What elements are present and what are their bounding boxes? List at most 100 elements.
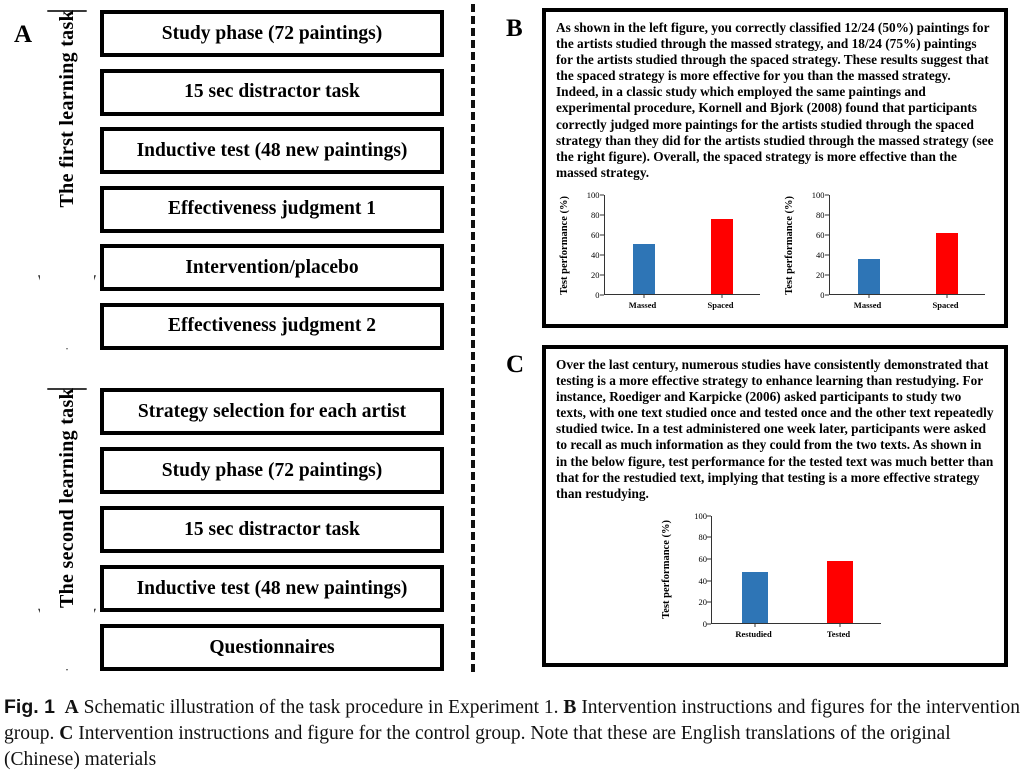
- panel-a-letter: A: [14, 21, 33, 48]
- y-tick-label: 40: [591, 249, 600, 260]
- caption-panel-letter: A: [64, 697, 79, 718]
- y-tick-label: 80: [591, 209, 600, 220]
- y-tick-label: 40: [816, 249, 825, 260]
- caption-panel-letter: C: [59, 723, 74, 744]
- y-tick-label: 60: [591, 229, 600, 240]
- y-axis-label-text: Test performance (%): [784, 195, 795, 295]
- y-tick-mark: [824, 234, 829, 236]
- y-tick-mark: [707, 601, 711, 603]
- panel-b: As shown in the left figure, you correct…: [542, 8, 1008, 328]
- panel-divider: [471, 4, 475, 672]
- panel-b-letter: B: [506, 15, 523, 42]
- plot-area: [711, 515, 881, 627]
- arrow-column-second: The second learning task: [38, 388, 96, 671]
- y-tick-mark: [707, 515, 711, 517]
- x-tick-mark: [721, 293, 722, 298]
- y-tick-label: 60: [698, 554, 708, 565]
- y-tick-label: 0: [702, 618, 707, 629]
- y-tick-label: 20: [698, 597, 708, 608]
- flow-step-box: Study phase (72 paintings): [100, 447, 444, 494]
- panel-a: A The first learning task Study phase (7…: [0, 0, 470, 678]
- bar-restudied: [741, 572, 768, 623]
- x-tick-label: Spaced: [932, 299, 959, 310]
- y-tick-mark: [599, 274, 604, 276]
- y-tick-mark: [599, 194, 604, 196]
- y-tick-label: 80: [698, 532, 708, 543]
- y-tick-label: 100: [586, 189, 600, 200]
- caption-text: Schematic illustration of the task proce…: [78, 697, 564, 718]
- x-tick-mark: [754, 622, 755, 627]
- y-tick-label: 0: [820, 289, 825, 300]
- plot-area: [828, 194, 985, 298]
- bar-spaced: [710, 218, 733, 294]
- panel-c-letter: C: [506, 351, 525, 378]
- y-axis-label-text: Test performance (%): [559, 195, 570, 295]
- y-tick-mark: [707, 536, 711, 538]
- flow-step-box: Strategy selection for each artist: [100, 388, 444, 435]
- y-axis-ticks: 0 20 40 60 80 100: [685, 511, 711, 629]
- caption-body: A Schematic illustration of the task pro…: [4, 697, 1020, 770]
- arrow-label-second-text: The second learning task: [55, 388, 78, 609]
- x-tick-label: Spaced: [707, 299, 734, 310]
- y-tick-mark: [707, 580, 711, 582]
- flow-step-box: Intervention/placebo: [100, 244, 444, 292]
- y-tick-label: 40: [698, 575, 708, 586]
- flow-boxes-second: Strategy selection for each artist Study…: [100, 388, 444, 671]
- y-tick-mark: [824, 254, 829, 256]
- x-tick-label: Tested: [826, 628, 851, 639]
- arrow-label-second: The second learning task: [38, 388, 96, 671]
- y-tick-mark: [599, 254, 604, 256]
- figure-canvas: A The first learning task Study phase (7…: [0, 0, 1008, 678]
- y-tick-mark: [707, 558, 711, 560]
- flow-step-box: 15 sec distractor task: [100, 68, 444, 116]
- plot-area: [603, 194, 760, 298]
- y-tick-mark: [824, 274, 829, 276]
- x-tick-mark: [839, 622, 840, 627]
- y-tick-mark: [707, 623, 711, 625]
- bar-tested: [826, 561, 853, 623]
- y-tick-mark: [599, 294, 604, 296]
- bar-massed: [857, 258, 880, 294]
- flow-boxes-first: Study phase (72 paintings) 15 sec distra…: [100, 10, 444, 350]
- caption-text: Intervention instructions and figures fo…: [4, 697, 1020, 744]
- flow-step-box: Questionnaires: [100, 624, 444, 671]
- y-tick-mark: [599, 234, 604, 236]
- caption-text: Intervention instructions and figure for…: [4, 723, 951, 770]
- y-axis-label-text: Test performance (%): [660, 520, 672, 620]
- x-tick-mark: [946, 293, 947, 298]
- flow-group-first-learning-task: The first learning task Study phase (72 …: [0, 10, 470, 350]
- y-axis-label: Test performance (%): [659, 516, 673, 624]
- x-tick-label: Massed: [853, 299, 882, 310]
- y-axis-label: Test performance (%): [783, 195, 797, 295]
- flow-step-box: Effectiveness judgment 1: [100, 185, 444, 233]
- panel-b-paragraph: As shown in the left figure, you correct…: [556, 20, 994, 180]
- y-tick-mark: [824, 294, 829, 296]
- arrow-label-first: The first learning task: [38, 10, 96, 350]
- x-tick-mark: [868, 293, 869, 298]
- y-tick-label: 100: [694, 510, 707, 521]
- flow-group-second-learning-task: The second learning task Strategy select…: [0, 388, 470, 671]
- x-tick-mark: [643, 293, 644, 298]
- y-tick-label: 20: [816, 269, 825, 280]
- bar-spaced: [935, 232, 958, 294]
- y-axis-label: Test performance (%): [558, 195, 572, 295]
- figure-caption: Fig. 1 A Schematic illustration of the t…: [4, 694, 1026, 773]
- y-tick-mark: [824, 214, 829, 216]
- y-tick-label: 0: [595, 289, 600, 300]
- caption-panel-letter: B: [563, 697, 577, 718]
- flow-step-box: 15 sec distractor task: [100, 506, 444, 553]
- flow-step-box: Inductive test (48 new paintings): [100, 565, 444, 612]
- bar-massed: [632, 243, 655, 294]
- flow-step-box: Effectiveness judgment 2: [100, 302, 444, 350]
- flow-step-box: Study phase (72 paintings): [100, 10, 444, 57]
- x-tick-label: Restudied: [735, 628, 772, 639]
- flow-step-box: Inductive test (48 new paintings): [100, 127, 444, 175]
- panel-c: Over the last century, numerous studies …: [542, 345, 1008, 667]
